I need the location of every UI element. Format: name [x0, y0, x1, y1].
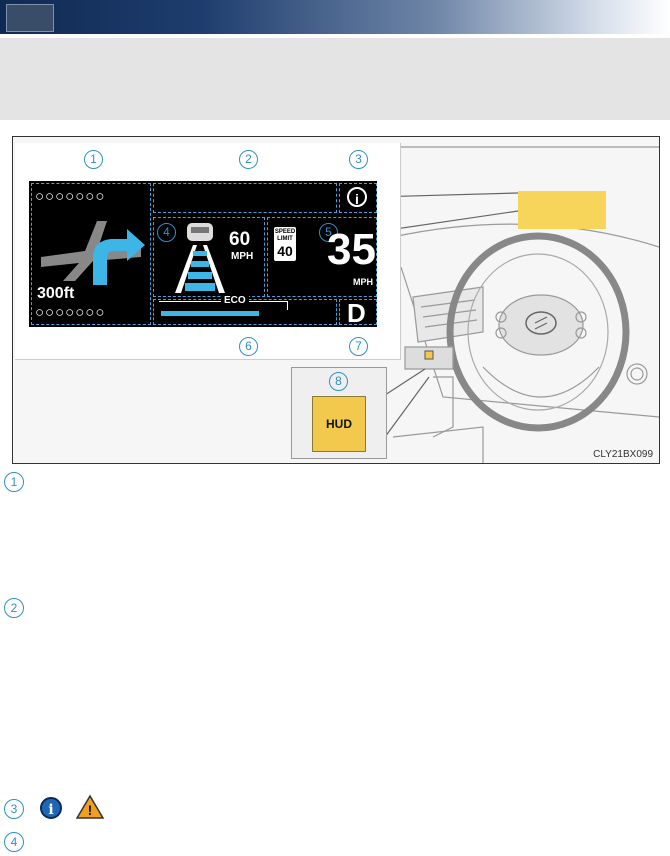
hud-display-callout: 1 2 3 ○○○○○○○ 300ft ○○○○○○○ i 4: [15, 143, 401, 360]
label-1: 1: [84, 150, 103, 169]
label-6: 6: [239, 337, 258, 356]
label-8: 8: [329, 372, 348, 391]
turn-arrow-icon: [41, 221, 145, 285]
vehicle-speed: 35: [327, 225, 376, 274]
set-speed-value: 60: [229, 229, 251, 250]
label-3: 3: [349, 150, 368, 169]
list-item-1-number: 1: [4, 472, 24, 492]
distance-readout: 300ft: [37, 285, 75, 302]
label-4: 4: [157, 223, 176, 242]
list-item-4-number: 4: [4, 832, 24, 852]
zone-cruise: [153, 217, 265, 297]
zone-speed: [267, 217, 377, 297]
hud-screen: ○○○○○○○ 300ft ○○○○○○○ i 4: [29, 181, 377, 327]
zone-navigation: [31, 183, 151, 325]
info-icon: i: [347, 187, 367, 207]
zone-shift: [339, 299, 377, 325]
hud-projection-area: [518, 191, 606, 229]
header-logo: [6, 4, 54, 32]
indicator-row-bottom: ○○○○○○○: [35, 304, 106, 321]
shift-position: D: [347, 298, 366, 328]
zone-2: [153, 183, 337, 213]
info-icon: i: [40, 797, 62, 819]
hud-illustration: 1 2 3 ○○○○○○○ 300ft ○○○○○○○ i 4: [12, 136, 660, 464]
eco-label: ECO: [221, 295, 249, 306]
speed-limit-value: 40: [277, 243, 293, 259]
warning-icon: !: [76, 794, 104, 819]
hud-switch-callout: 8 HUD: [291, 367, 387, 459]
eco-bar: [161, 311, 259, 316]
page-header-bar: [0, 0, 670, 34]
hud-button[interactable]: HUD: [312, 396, 366, 452]
label-5: 5: [319, 223, 338, 242]
figure-code: CLY21BX099: [593, 449, 653, 460]
set-speed-unit: MPH: [231, 251, 254, 262]
indicator-row-top: ○○○○○○○: [35, 188, 106, 205]
zone-3: [339, 183, 377, 213]
lane-car-icon: [175, 223, 225, 293]
label-2: 2: [239, 150, 258, 169]
vehicle-speed-unit: MPH: [353, 277, 373, 287]
label-7: 7: [349, 337, 368, 356]
list-item-3-number: 3: [4, 799, 24, 819]
car-interior-drawing: [374, 146, 659, 463]
svg-text:!: !: [88, 802, 93, 818]
section-banner: [0, 38, 670, 120]
speed-limit-label: SPEED LIMIT: [274, 229, 296, 242]
list-item-2-number: 2: [4, 598, 24, 618]
speed-limit-sign: SPEED LIMIT 40: [274, 227, 296, 261]
